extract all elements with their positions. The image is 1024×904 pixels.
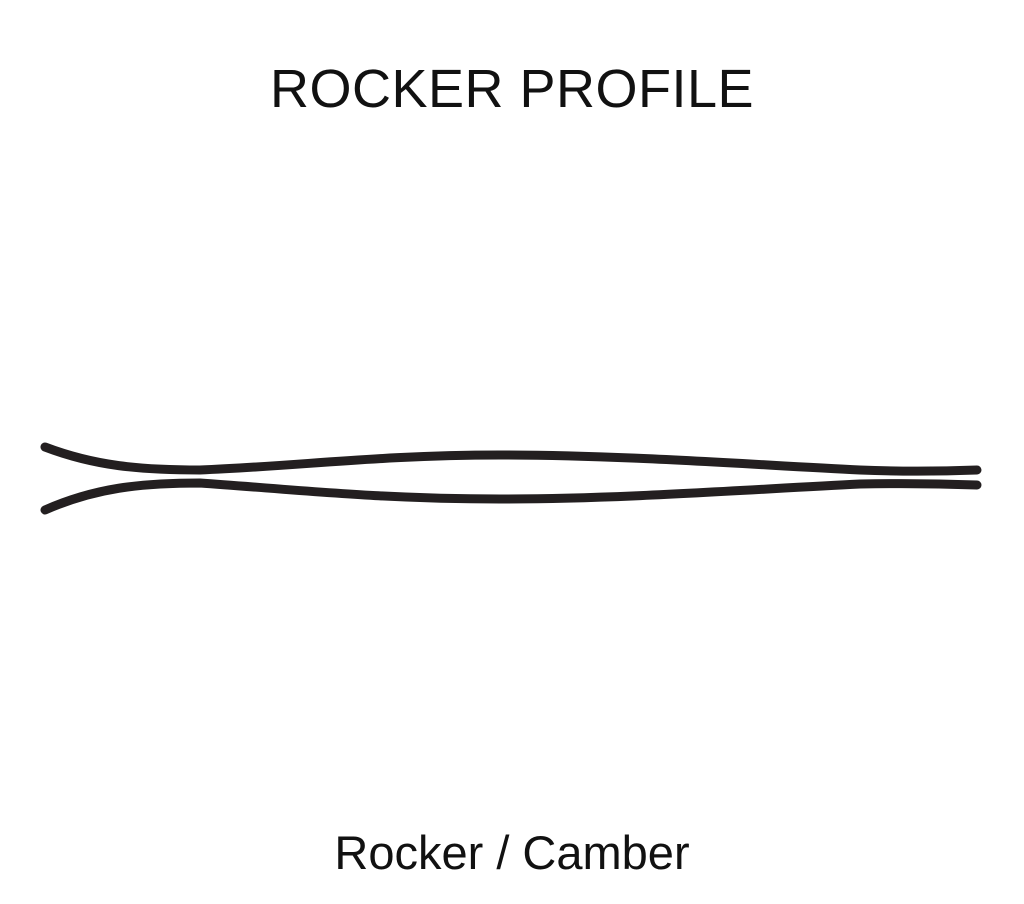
upper-ski-line bbox=[40, 442, 982, 476]
page-title: ROCKER PROFILE bbox=[269, 59, 755, 119]
lower-ski-line bbox=[40, 478, 982, 515]
profile-caption: Rocker / Camber bbox=[334, 826, 690, 879]
